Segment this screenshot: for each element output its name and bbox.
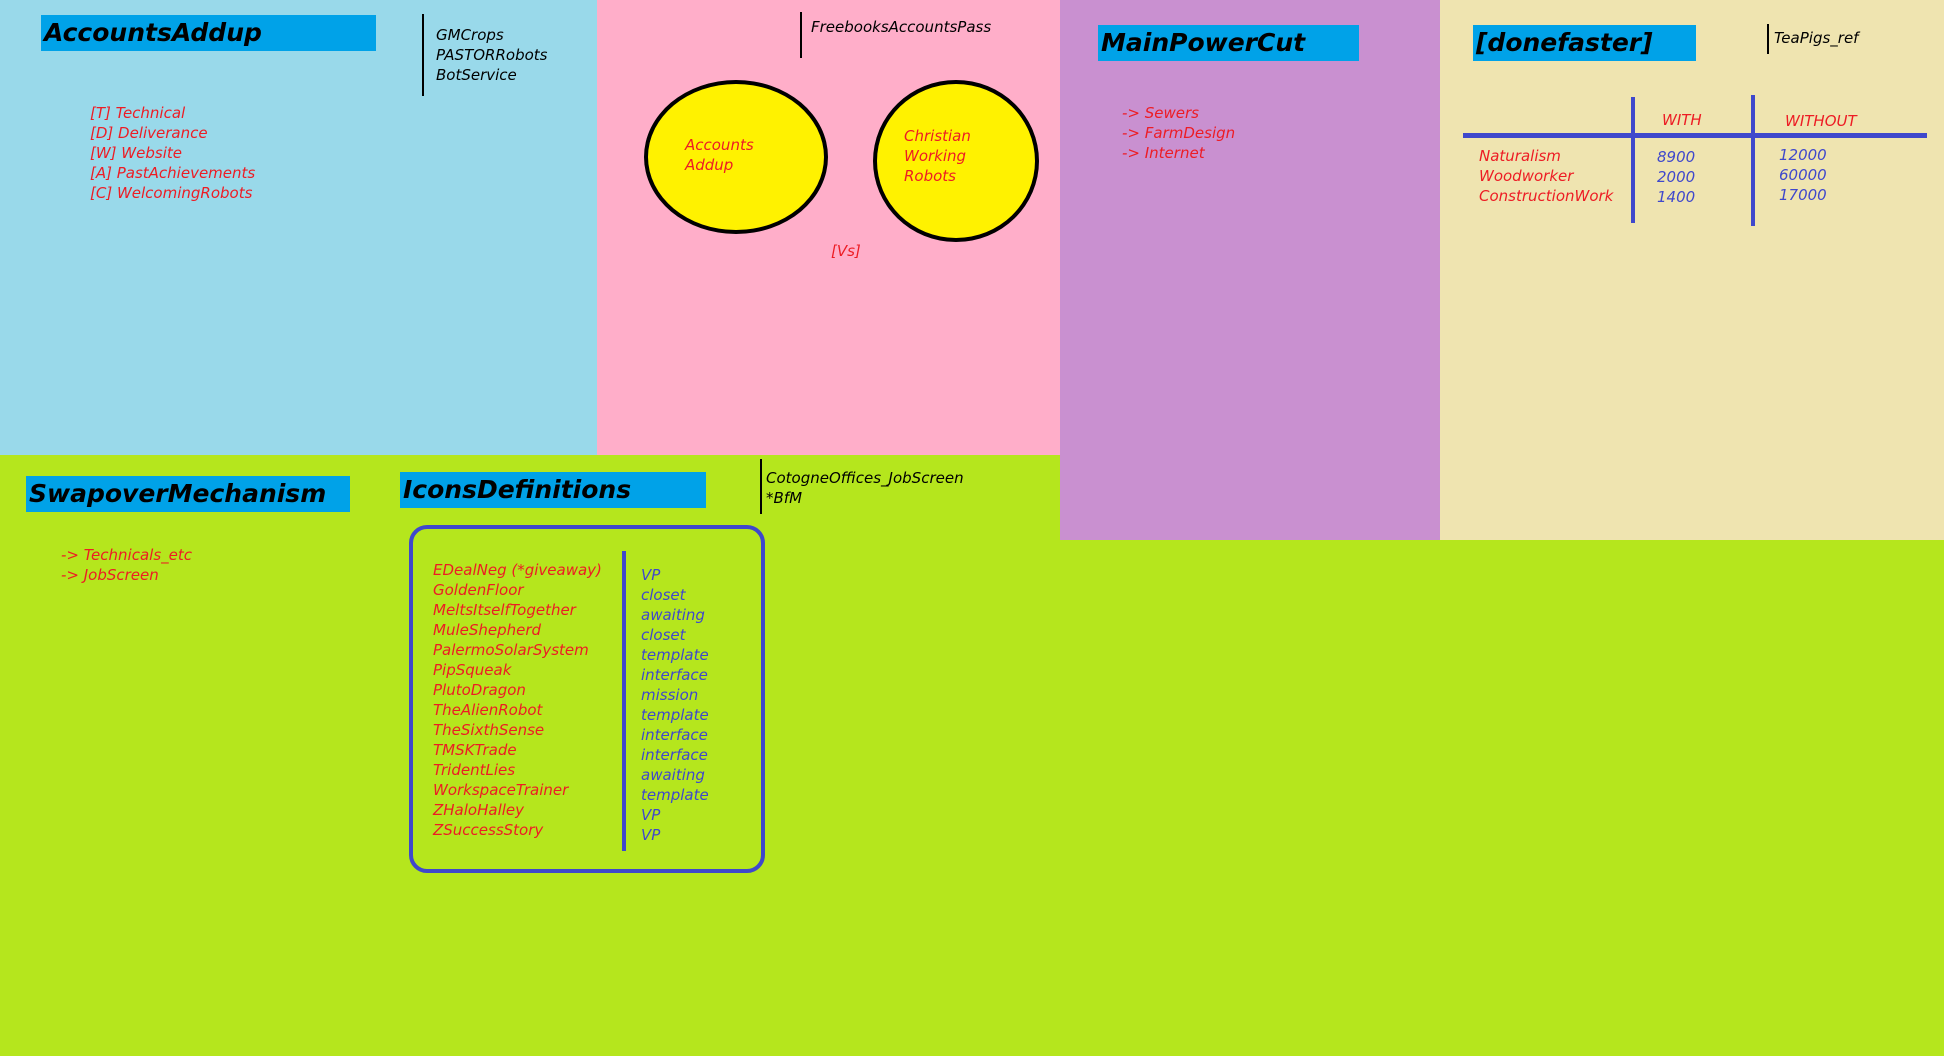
table-with-values: 8900 2000 1400 xyxy=(1657,147,1695,207)
icon-kind: interface xyxy=(641,666,708,684)
ref-line: BotService xyxy=(436,66,517,84)
list-item: [C] WelcomingRobots xyxy=(90,184,253,202)
table-cell: 12000 xyxy=(1779,146,1827,164)
icon-kinds-list: VP closet awaiting closet template inter… xyxy=(641,565,709,845)
table-cell: 17000 xyxy=(1779,186,1827,204)
col-header-without: WITHOUT xyxy=(1785,112,1857,130)
list-item: -> Sewers xyxy=(1122,104,1199,122)
icons-column-rule xyxy=(622,551,626,851)
col-header-with: WITH xyxy=(1662,111,1702,129)
icon-kind: interface xyxy=(641,746,708,764)
accounts-addup-items: [T] Technical [D] Deliverance [W] Websit… xyxy=(90,103,255,203)
table-cell: 1400 xyxy=(1657,188,1696,206)
icon-name: PlutoDragon xyxy=(433,681,526,699)
icon-kind: template xyxy=(641,786,709,804)
divider-line xyxy=(800,12,802,58)
icon-name: TMSKTrade xyxy=(433,741,517,759)
list-item: [A] PastAchievements xyxy=(90,164,256,182)
table-cell: Naturalism xyxy=(1479,147,1561,165)
circle-left-label: Accounts Addup xyxy=(685,135,754,175)
donefaster-panel: [donefaster] TeaPigs_ref WITH WITHOUT Na… xyxy=(1440,0,1944,540)
icon-kind: mission xyxy=(641,686,699,704)
table-cell: ConstructionWork xyxy=(1479,187,1614,205)
donefaster-ref: TeaPigs_ref xyxy=(1774,29,1859,47)
icons-definitions-box xyxy=(409,525,765,873)
comparison-panel: FreebooksAccountsPass Accounts Addup Chr… xyxy=(597,0,1060,455)
circle-label-line: Accounts xyxy=(685,136,754,154)
icon-kind: template xyxy=(641,706,709,724)
icon-name: TridentLies xyxy=(433,761,516,779)
divider-line xyxy=(760,459,762,514)
divider-line xyxy=(1767,24,1769,54)
icon-name: EDealNeg (*giveaway) xyxy=(433,561,602,579)
list-item: -> JobScreen xyxy=(61,566,159,584)
swapover-title: SwapoverMechanism xyxy=(26,476,350,512)
circle-christian-working-robots xyxy=(873,80,1039,242)
icon-name: MuleShepherd xyxy=(433,621,542,639)
main-power-cut-title: MainPowerCut xyxy=(1098,25,1359,61)
circle-label-line: Christian xyxy=(904,127,971,145)
accounts-addup-refs: GMCrops PASTORRobots BotService xyxy=(436,25,547,85)
list-item: [W] Website xyxy=(90,144,182,162)
divider-line xyxy=(422,14,424,96)
list-item: -> FarmDesign xyxy=(1122,124,1236,142)
icon-kind: VP xyxy=(641,806,661,824)
icon-kind: awaiting xyxy=(641,766,705,784)
ref-line: *BfM xyxy=(766,489,803,507)
icon-name: ZHaloHalley xyxy=(433,801,525,819)
ref-line: PASTORRobots xyxy=(436,46,548,64)
list-item: -> Technicals_etc xyxy=(61,546,192,564)
accounts-addup-panel: AccountsAddup GMCrops PASTORRobots BotSe… xyxy=(0,0,597,455)
table-column-rule xyxy=(1751,95,1755,226)
versus-label: [Vs] xyxy=(831,242,861,260)
icon-name: WorkspaceTrainer xyxy=(433,781,569,799)
table-row-names: Naturalism Woodworker ConstructionWork xyxy=(1479,146,1613,206)
ref-line: GMCrops xyxy=(436,26,504,44)
icon-name: MeltsItselfTogether xyxy=(433,601,576,619)
table-header-rule xyxy=(1463,133,1927,138)
main-power-cut-panel: MainPowerCut -> Sewers -> FarmDesign -> … xyxy=(1060,0,1440,540)
icon-kind: closet xyxy=(641,586,686,604)
icon-kind: VP xyxy=(641,826,661,844)
accounts-addup-title: AccountsAddup xyxy=(41,15,376,51)
icon-kind: closet xyxy=(641,626,686,644)
icon-name: ZSuccessStory xyxy=(433,821,544,839)
circle-label-line: Working xyxy=(904,147,967,165)
icon-name: PipSqueak xyxy=(433,661,512,679)
list-item: -> Internet xyxy=(1122,144,1205,162)
table-without-values: 12000 60000 17000 xyxy=(1779,145,1827,205)
table-column-rule xyxy=(1631,97,1635,223)
table-cell: 60000 xyxy=(1779,166,1827,184)
circle-label-line: Addup xyxy=(685,156,734,174)
list-item: [D] Deliverance xyxy=(90,124,208,142)
comparison-ref: FreebooksAccountsPass xyxy=(811,18,992,36)
donefaster-title: [donefaster] xyxy=(1473,25,1696,61)
icon-kind: template xyxy=(641,646,709,664)
icon-names-list: EDealNeg (*giveaway) GoldenFloor MeltsIt… xyxy=(433,560,602,840)
icon-name: TheAlienRobot xyxy=(433,701,543,719)
main-power-cut-items: -> Sewers -> FarmDesign -> Internet xyxy=(1122,103,1235,163)
circle-accounts-addup xyxy=(644,80,828,234)
icon-name: TheSixthSense xyxy=(433,721,545,739)
icons-definitions-title: IconsDefinitions xyxy=(400,472,706,508)
list-item: [T] Technical xyxy=(90,104,186,122)
icons-definitions-ref: CotogneOffices_JobScreen *BfM xyxy=(766,468,964,508)
icon-name: GoldenFloor xyxy=(433,581,524,599)
icon-kind: VP xyxy=(641,566,661,584)
icon-kind: awaiting xyxy=(641,606,705,624)
icon-name: PalermoSolarSystem xyxy=(433,641,589,659)
table-cell: Woodworker xyxy=(1479,167,1574,185)
icon-kind: interface xyxy=(641,726,708,744)
table-cell: 2000 xyxy=(1657,168,1696,186)
circle-right-label: Christian Working Robots xyxy=(904,126,971,186)
ref-line: CotogneOffices_JobScreen xyxy=(766,469,964,487)
swapover-items: -> Technicals_etc -> JobScreen xyxy=(61,545,192,585)
table-cell: 8900 xyxy=(1657,148,1696,166)
circle-label-line: Robots xyxy=(904,167,956,185)
